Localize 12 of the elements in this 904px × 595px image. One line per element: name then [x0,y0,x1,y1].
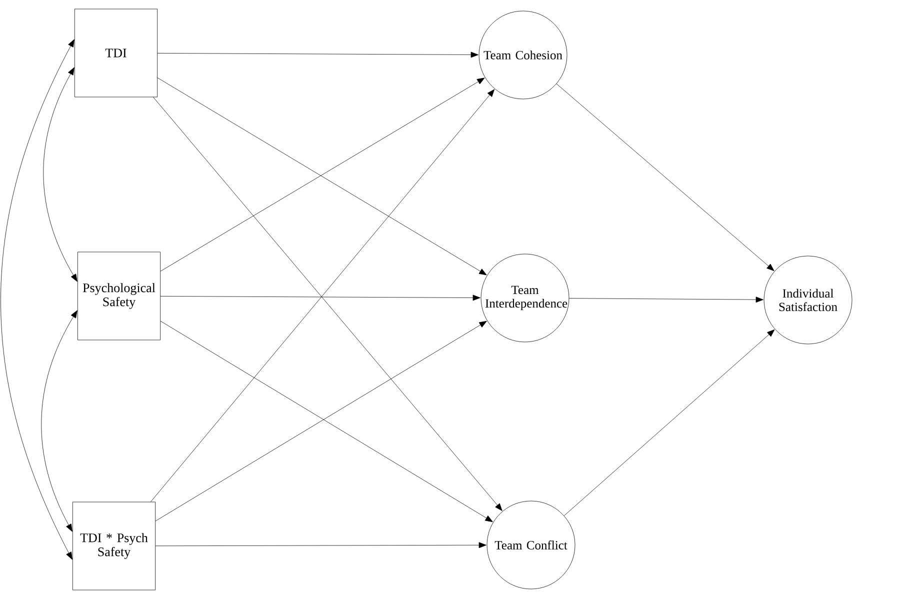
variable-box: TDI * Psych Safety [72,502,156,590]
covariance-arrow [43,67,78,282]
path-arrow [569,296,764,303]
variable-box: Psychological Safety [77,252,161,340]
covariance-arrow [0,39,74,560]
covariance-arrow [41,310,78,532]
variable-box: TDI [74,8,158,98]
path-arrow [157,52,478,58]
path-arrow [556,84,774,272]
path-arrow [564,329,775,516]
path-arrow [160,294,480,301]
path-arrow [155,542,486,548]
